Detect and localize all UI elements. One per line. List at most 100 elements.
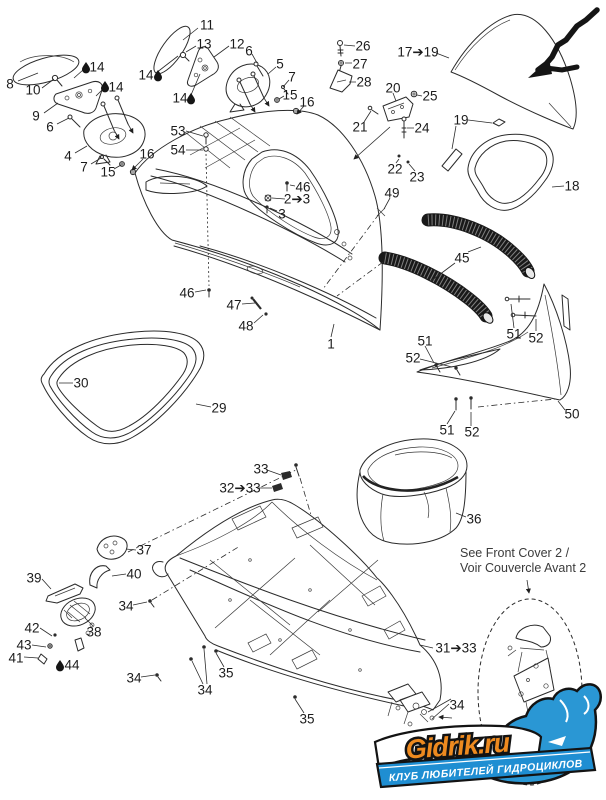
part-seal-29-30 <box>40 330 205 445</box>
part-callout-7: 7 <box>80 160 88 175</box>
part-callout-50: 50 <box>564 407 579 422</box>
part-mirror-glass-8 <box>12 54 80 86</box>
part-callout-27: 27 <box>352 57 367 72</box>
part-callout-14: 14 <box>172 91 188 106</box>
part-callout-4: 4 <box>64 149 72 164</box>
part-callout-14: 14 <box>138 68 154 83</box>
part-callout-5: 5 <box>276 57 284 72</box>
part-callout-8: 8 <box>6 77 14 92</box>
brand-band <box>373 724 543 770</box>
part-callout-54: 54 <box>170 143 186 158</box>
part-callout-48: 48 <box>238 319 253 334</box>
part-callout-41: 41 <box>8 651 23 666</box>
part-trim-ring-18 <box>467 133 554 211</box>
part-mirror-housing-5 <box>225 63 271 113</box>
part-callout-52: 52 <box>464 425 479 440</box>
part-hose-45-upper <box>421 213 536 279</box>
lubricant-droplet-icon <box>56 660 64 672</box>
part-callout-31-33: 31➔33 <box>435 641 476 656</box>
part-callout-43: 43 <box>16 638 31 653</box>
part-callout-37: 37 <box>136 543 151 558</box>
part-callout-18: 18 <box>564 179 579 194</box>
part-callout-47: 47 <box>226 298 241 313</box>
part-basket-36 <box>356 438 468 545</box>
part-callout-35: 35 <box>299 712 314 727</box>
part-mirror-housing-4 <box>83 113 146 165</box>
part-callout-24: 24 <box>414 121 430 136</box>
part-callout-45: 45 <box>454 251 469 266</box>
part-callout-40: 40 <box>126 567 141 582</box>
part-callout-23: 23 <box>409 170 424 185</box>
part-fastener-19 <box>441 118 506 172</box>
part-callout-1: 1 <box>327 337 335 352</box>
part-windshield-17-19 <box>450 7 600 130</box>
part-callout-34: 34 <box>118 599 134 614</box>
part-callout-16: 16 <box>139 147 154 162</box>
part-front-cover-1 <box>134 109 383 331</box>
part-mirror-plate-9 <box>53 81 103 114</box>
part-bracket-28 <box>329 40 353 93</box>
marker-scribble-arrow <box>528 7 600 78</box>
part-callout-34: 34 <box>449 698 465 713</box>
watermark-logo: Gidrik.ru КЛУБ ЛЮБИТЕЛЕЙ ГИДРОЦИКЛОВ <box>373 683 603 789</box>
part-steering-mount-cluster <box>387 683 453 727</box>
part-callout-17-19: 17➔19 <box>397 45 438 60</box>
part-callout-6: 6 <box>46 120 54 135</box>
part-lever-39 <box>45 583 84 604</box>
part-callout-14: 14 <box>108 80 124 95</box>
part-grill-50 <box>416 283 571 411</box>
part-callout-9: 9 <box>32 109 40 124</box>
see-front-cover-note: See Front Cover 2 / Voir Couvercle Avant… <box>460 546 586 594</box>
part-boot-38 <box>60 597 96 652</box>
note-line2: Voir Couvercle Avant 2 <box>460 561 586 575</box>
part-callout-22: 22 <box>387 162 402 177</box>
part-callout-51: 51 <box>417 334 432 349</box>
part-callout-34: 34 <box>197 683 213 698</box>
part-callout-49: 49 <box>384 186 399 201</box>
part-callout-51: 51 <box>439 423 454 438</box>
part-callout-10: 10 <box>25 83 40 98</box>
part-mirror-plate-12 <box>187 46 219 87</box>
part-callout-51: 51 <box>506 327 521 342</box>
part-callout-44: 44 <box>64 658 80 673</box>
part-hose-45-lower <box>336 251 494 324</box>
part-callout-13: 13 <box>196 37 211 52</box>
fasteners-mirror-a <box>67 95 137 176</box>
part-callout-21: 21 <box>352 120 367 135</box>
part-callout-25: 25 <box>422 89 437 104</box>
part-callout-16: 16 <box>299 95 314 110</box>
part-callout-36: 36 <box>466 512 481 527</box>
part-callout-52: 52 <box>405 351 420 366</box>
part-callout-26: 26 <box>355 39 370 54</box>
part-callout-15: 15 <box>100 165 115 180</box>
part-callout-32-33: 32➔33 <box>219 481 260 496</box>
banner-stripe <box>378 751 591 769</box>
part-callout-11: 11 <box>200 18 214 33</box>
part-callout-30: 30 <box>73 376 88 391</box>
part-callout-34: 34 <box>126 671 142 686</box>
part-callout-39: 39 <box>26 571 41 586</box>
part-callout-19: 19 <box>453 113 468 128</box>
tagline-banner <box>375 746 597 789</box>
part-callout-20: 20 <box>385 81 400 96</box>
part-callout-38: 38 <box>86 625 101 640</box>
part-callout-52: 52 <box>528 331 543 346</box>
part-callout-46: 46 <box>179 286 194 301</box>
part-callout-28: 28 <box>356 75 371 90</box>
part-callout-6: 6 <box>245 44 253 59</box>
leader-lines <box>17 27 566 720</box>
part-callout-12: 12 <box>229 37 244 52</box>
part-callout-3: 3 <box>278 207 286 222</box>
part-bolts-34-35 <box>148 545 297 699</box>
part-callout-14: 14 <box>89 60 105 75</box>
part-callout-42: 42 <box>24 621 39 636</box>
lubricant-droplet-icon <box>187 93 195 105</box>
part-callout-2-3: 2➔3 <box>284 192 310 207</box>
note-line1: See Front Cover 2 / <box>460 546 570 560</box>
part-callout-7: 7 <box>288 70 296 85</box>
part-callout-46: 46 <box>295 180 310 195</box>
part-fasteners-41-43 <box>37 469 297 665</box>
part-callout-15: 15 <box>282 88 297 103</box>
